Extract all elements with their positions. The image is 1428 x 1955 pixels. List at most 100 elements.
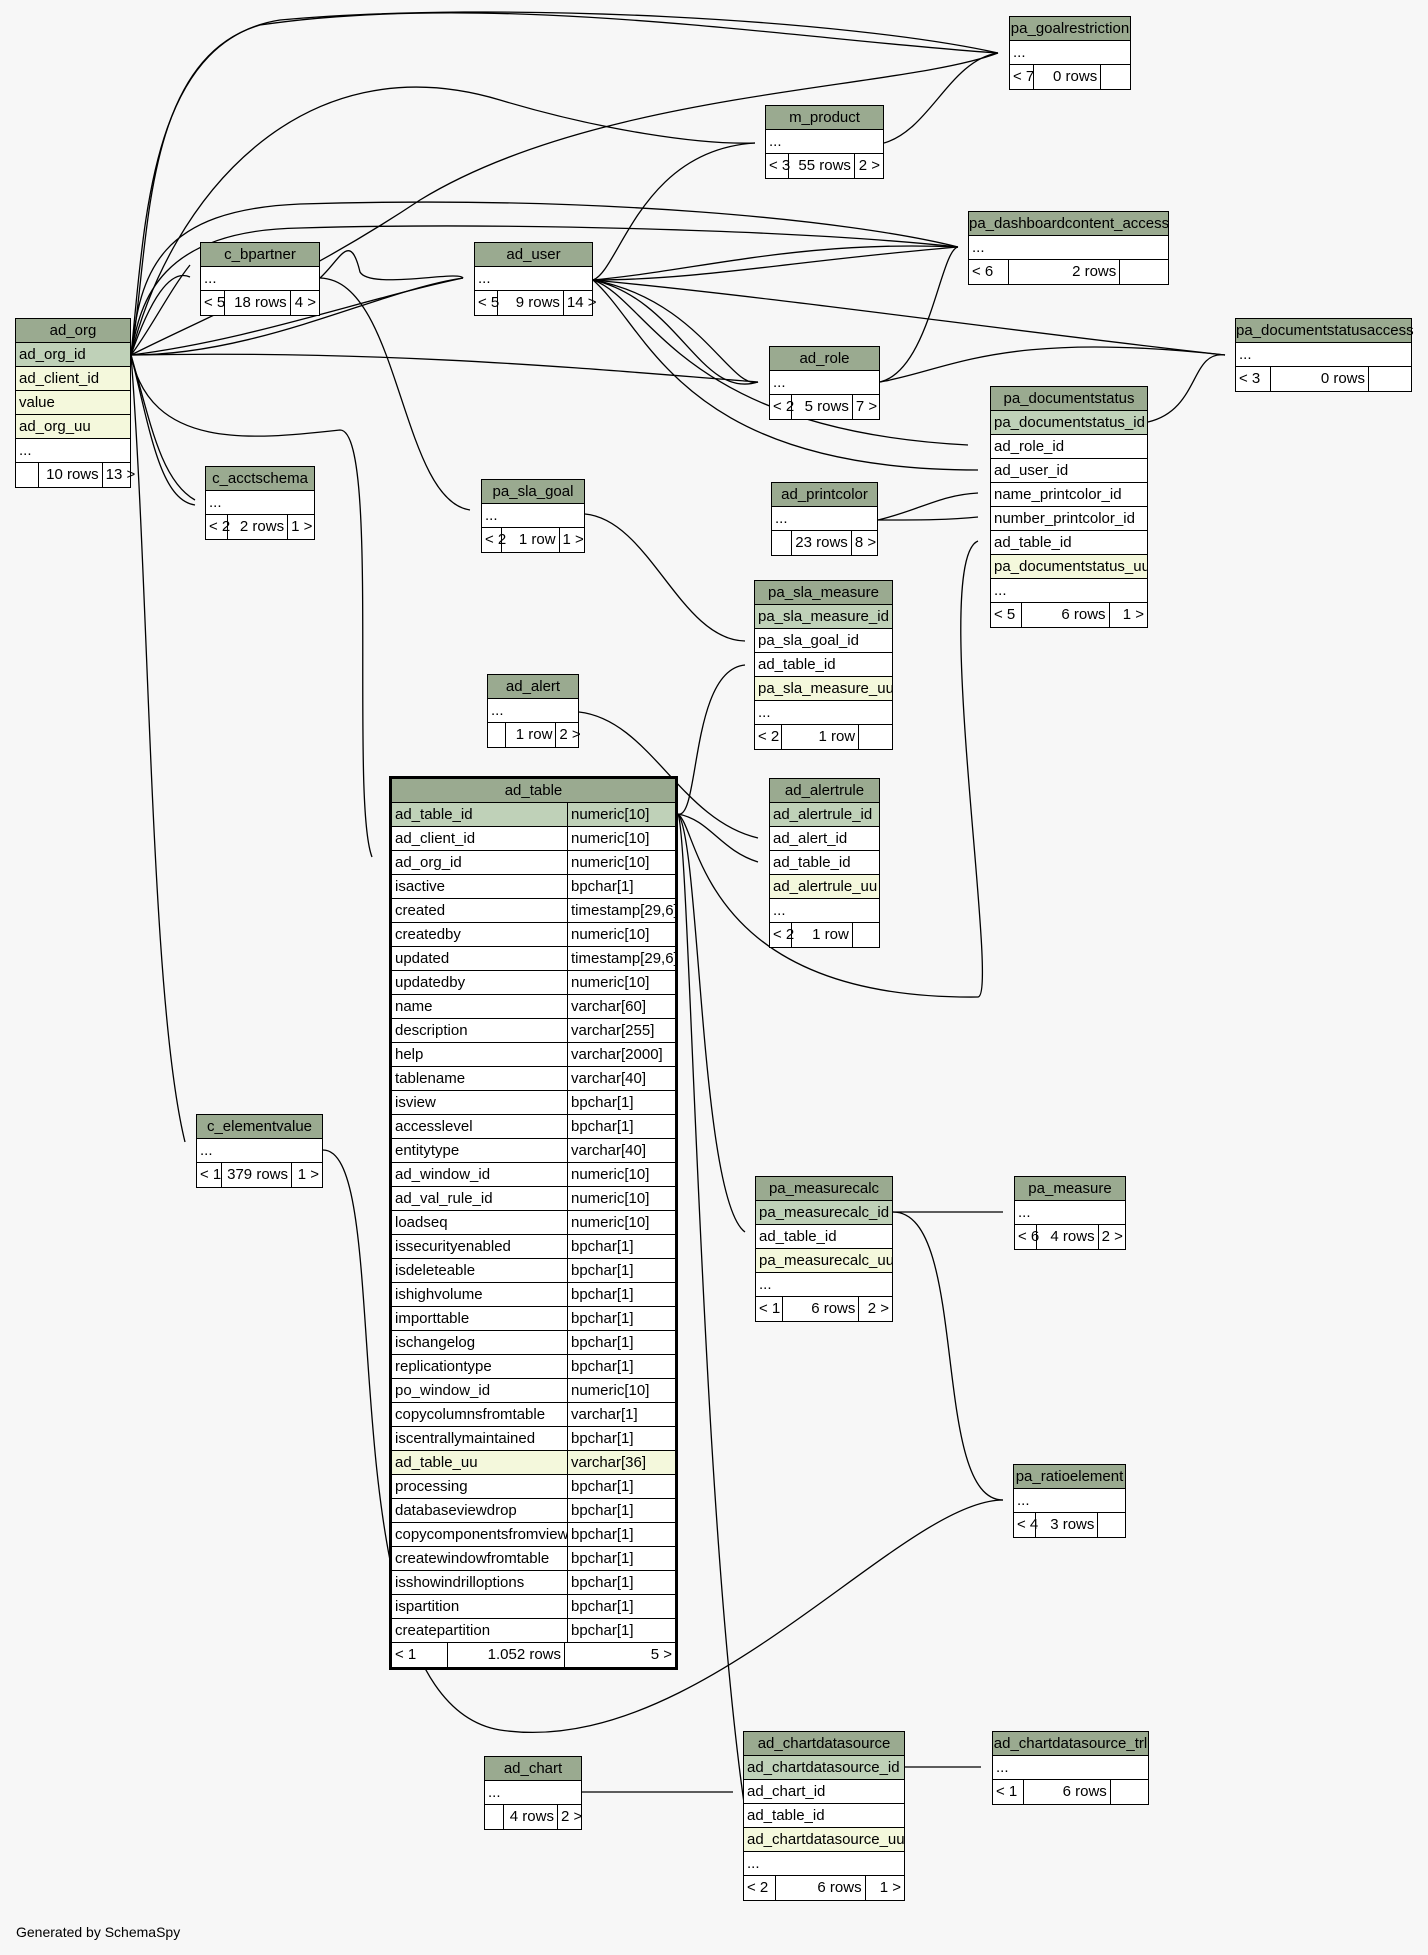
column-row[interactable]: ... xyxy=(485,1781,581,1805)
parent-count[interactable] xyxy=(16,463,39,487)
table-title[interactable]: pa_goalrestriction xyxy=(1010,17,1130,41)
column-row[interactable]: ad_table_id xyxy=(770,851,879,875)
child-count[interactable]: 2 > xyxy=(560,1808,583,1825)
column-row[interactable]: ad_alert_id xyxy=(770,827,879,851)
child-count[interactable]: 1 > xyxy=(879,1879,901,1896)
table-title[interactable]: ad_user xyxy=(475,243,592,267)
table-title[interactable]: pa_documentstatusaccess xyxy=(1236,319,1414,343)
parent-count[interactable] xyxy=(772,531,793,555)
table-title[interactable]: pa_dashboardcontent_access xyxy=(969,212,1169,236)
table-title[interactable]: pa_documentstatus xyxy=(991,387,1147,411)
child-count[interactable]: 1 > xyxy=(291,518,313,535)
table-title[interactable]: c_elementvalue xyxy=(197,1115,322,1139)
child-count[interactable]: 13 > xyxy=(105,466,136,483)
column-row[interactable]: ... xyxy=(755,701,892,725)
table-title[interactable]: ad_alertrule xyxy=(770,779,879,803)
table-title[interactable]: ad_alert xyxy=(488,675,578,699)
table-title[interactable]: pa_measure xyxy=(1015,1177,1125,1201)
table-title[interactable]: ad_role xyxy=(770,347,879,371)
parent-count[interactable]: < 1 xyxy=(756,1297,784,1321)
table-title[interactable]: c_acctschema xyxy=(206,467,314,491)
child-count[interactable]: 14 > xyxy=(566,294,597,311)
column-row[interactable]: pa_measurecalc_uu xyxy=(756,1249,892,1273)
column-row[interactable]: ... xyxy=(482,504,584,528)
table-title[interactable]: pa_sla_measure xyxy=(755,581,892,605)
child-count[interactable] xyxy=(1369,367,1411,391)
column-row[interactable]: value xyxy=(16,391,130,415)
column-row[interactable]: number_printcolor_id xyxy=(991,507,1147,531)
child-count[interactable]: 8 > xyxy=(854,534,877,551)
child-count[interactable]: 2 > xyxy=(858,157,880,174)
table-title[interactable]: ad_chartdatasource xyxy=(744,1732,904,1756)
table-title[interactable]: m_product xyxy=(766,106,883,130)
child-count[interactable]: 7 > xyxy=(855,398,878,415)
parent-count[interactable]: < 4 xyxy=(1014,1513,1038,1537)
column-row[interactable]: ... xyxy=(766,130,883,154)
table-title[interactable]: pa_sla_goal xyxy=(482,480,584,504)
column-row[interactable]: ... xyxy=(201,267,319,291)
parent-count[interactable]: < 3 xyxy=(766,154,790,178)
column-row[interactable]: ... xyxy=(993,1756,1148,1780)
child-count[interactable]: 2 > xyxy=(867,1300,889,1317)
table-title[interactable]: ad_table xyxy=(392,779,675,803)
child-count[interactable]: 1 > xyxy=(1122,606,1144,623)
column-row[interactable]: ad_alertrule_uu xyxy=(770,875,879,899)
parent-count[interactable] xyxy=(485,1805,505,1829)
table-title[interactable]: pa_ratioelement xyxy=(1014,1465,1125,1489)
parent-count[interactable]: < 3 xyxy=(1236,367,1271,391)
parent-count[interactable]: < 1 xyxy=(993,1780,1024,1804)
primary-key-row[interactable]: pa_sla_measure_id xyxy=(755,605,892,629)
column-row[interactable]: ... xyxy=(1015,1201,1125,1225)
parent-count[interactable]: < 6 xyxy=(1015,1225,1039,1249)
table-title[interactable]: ad_printcolor xyxy=(772,483,877,507)
column-row[interactable]: ... xyxy=(488,699,578,723)
child-count[interactable] xyxy=(859,725,892,749)
column-row[interactable]: ad_org_uu xyxy=(16,415,130,439)
column-row[interactable]: ... xyxy=(772,507,877,531)
primary-key-row[interactable]: ad_chartdatasource_id xyxy=(744,1756,904,1780)
column-row[interactable]: ad_role_id xyxy=(991,435,1147,459)
parent-count[interactable]: < 5 xyxy=(475,291,499,315)
child-count[interactable]: 1 > xyxy=(562,531,584,548)
column-row[interactable]: ... xyxy=(969,236,1168,260)
parent-count[interactable]: < 2 xyxy=(206,515,230,539)
column-row[interactable]: ad_user_id xyxy=(991,459,1147,483)
